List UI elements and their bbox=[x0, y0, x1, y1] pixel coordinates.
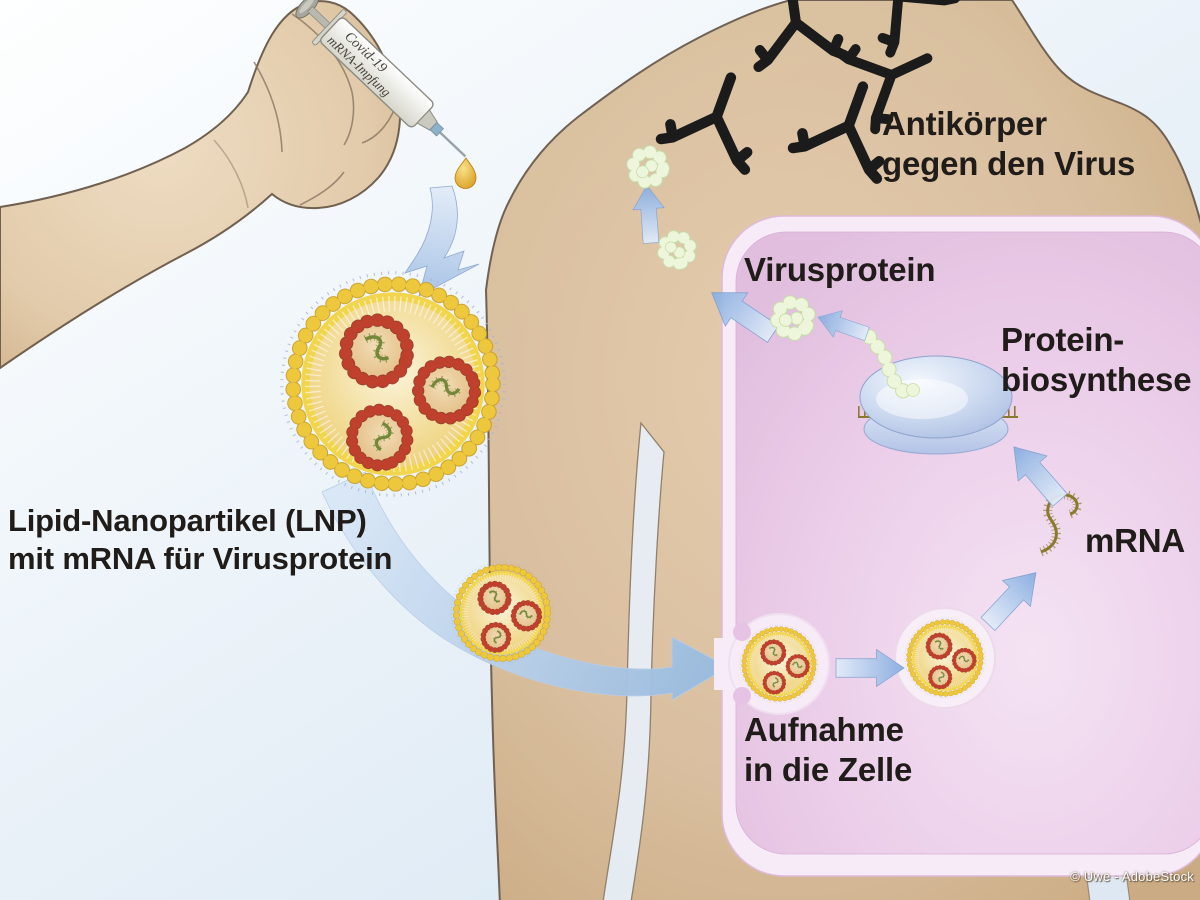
injection-arrow-icon bbox=[404, 185, 480, 297]
droplet-icon bbox=[454, 157, 477, 189]
protein-chain-icon bbox=[861, 323, 920, 399]
label-virusprotein: Virusprotein bbox=[744, 251, 936, 288]
label-protein-biosynthesis: Protein- biosynthese bbox=[1001, 321, 1192, 399]
cell bbox=[721, 215, 1200, 877]
label-mrna: mRNA bbox=[1085, 522, 1186, 559]
protein-cluster-icon bbox=[630, 149, 667, 186]
label-uptake: Aufnahme in die Zelle bbox=[744, 711, 913, 789]
ribosome-icon bbox=[858, 355, 1018, 455]
label-lnp: Lipid-Nanopartikel (LNP) mit mRNA für Vi… bbox=[8, 503, 393, 576]
protein-cluster-icon bbox=[661, 234, 693, 266]
protein-cluster-icon bbox=[771, 296, 815, 340]
mrna-icon bbox=[1039, 490, 1082, 557]
copyright-credit: © Uwe - AdobeStock bbox=[1070, 869, 1194, 884]
label-antibodies: Antikörper gegen den Virus bbox=[882, 105, 1136, 183]
body-arm-gap bbox=[602, 421, 665, 900]
